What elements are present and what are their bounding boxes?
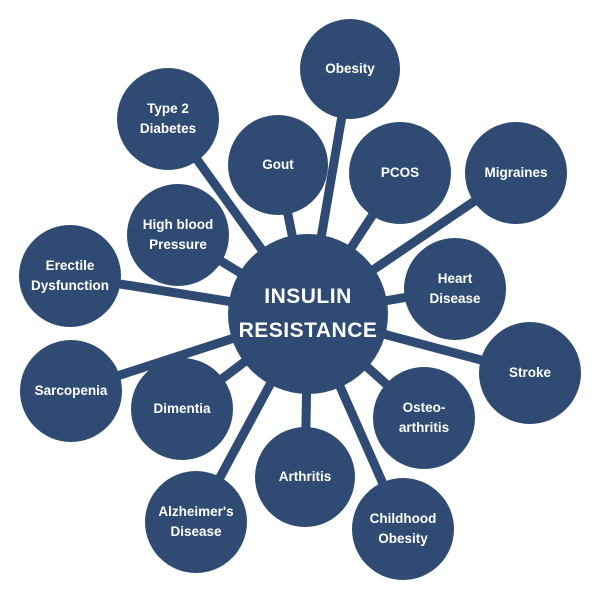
node-childhood-obesity: Childhood Obesity	[352, 478, 454, 580]
node-migraines: Migraines	[465, 122, 567, 224]
node-gout: Gout	[228, 115, 328, 215]
node-arthritis: Arthritis	[255, 427, 355, 527]
node-sarcopenia: Sarcopenia	[20, 340, 122, 442]
node-stroke: Stroke	[479, 322, 581, 424]
node-osteoarthritis: Osteo- arthritis	[373, 367, 475, 469]
node-alzheimers-disease: Alzheimer's Disease	[145, 471, 247, 573]
node-erectile-dysfunction: Erectile Dysfunction	[19, 225, 121, 327]
node-obesity: Obesity	[300, 19, 400, 119]
node-heart-disease: Heart Disease	[404, 238, 506, 340]
node-high-blood-pressure: High blood Pressure	[127, 184, 229, 286]
node-dimentia: Dimentia	[131, 358, 233, 460]
node-pcos: PCOS	[349, 122, 451, 224]
center-node-insulin-resistance: INSULIN RESISTANCE	[228, 234, 388, 394]
node-type2-diabetes: Type 2 Diabetes	[117, 68, 219, 170]
